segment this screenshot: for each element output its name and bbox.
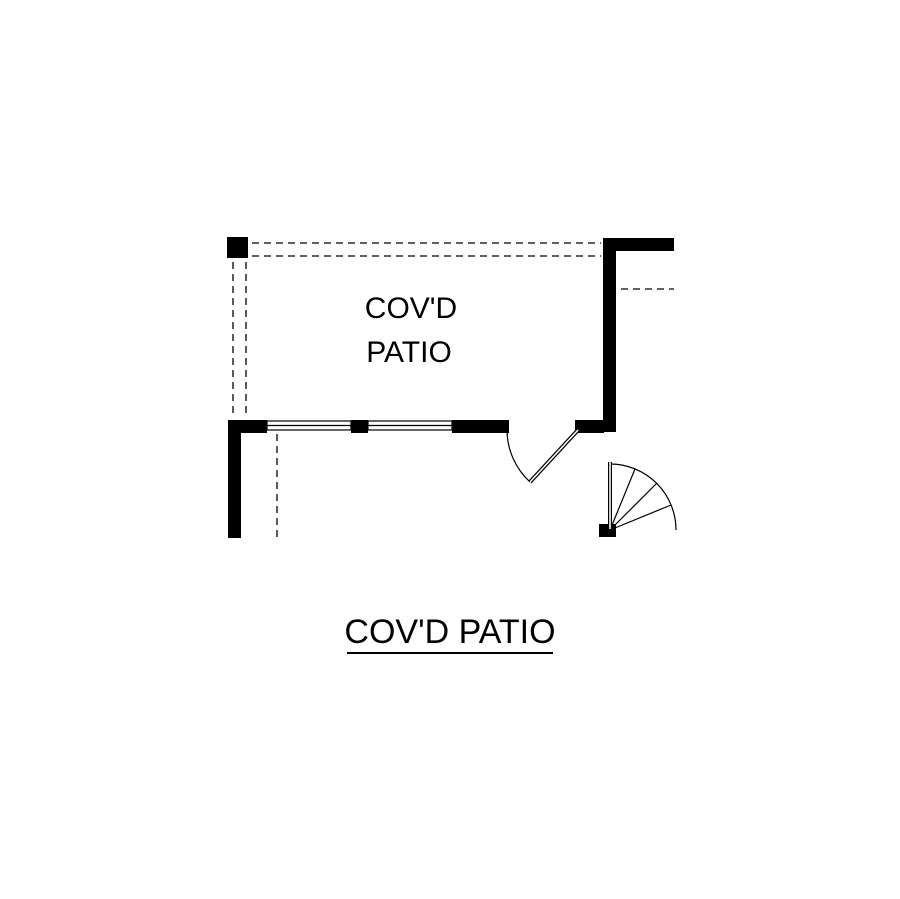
door-2-swing	[599, 462, 677, 537]
door-1-leaf-inner	[529, 429, 579, 483]
wall-bottom-with-windows	[228, 420, 604, 433]
room-label-line2: PATIO	[366, 336, 452, 369]
door-2-fan-line-2	[609, 482, 658, 531]
door-1-swing-arc	[506, 429, 531, 483]
room-label-line1: COV'D	[365, 292, 457, 325]
patio-post-top-left	[227, 237, 248, 258]
wall-left-lower-vertical	[228, 420, 241, 538]
window-2	[367, 420, 453, 431]
door-2-fan-line-1	[609, 468, 636, 531]
wall-bottom-mid-segment	[351, 420, 368, 433]
window-1	[266, 420, 352, 431]
door-2-fan-line-3	[609, 504, 672, 531]
wall-top-right-horizontal	[616, 238, 674, 251]
wall-right-vertical	[603, 238, 616, 432]
plan-caption-title: COV'D PATIO	[344, 613, 555, 651]
roof-overhang-dashed-outline	[232, 242, 601, 418]
door-1-swing	[506, 428, 580, 484]
wall-bottom-right-segment	[452, 420, 509, 433]
wall-door-jamb-segment	[575, 420, 604, 433]
